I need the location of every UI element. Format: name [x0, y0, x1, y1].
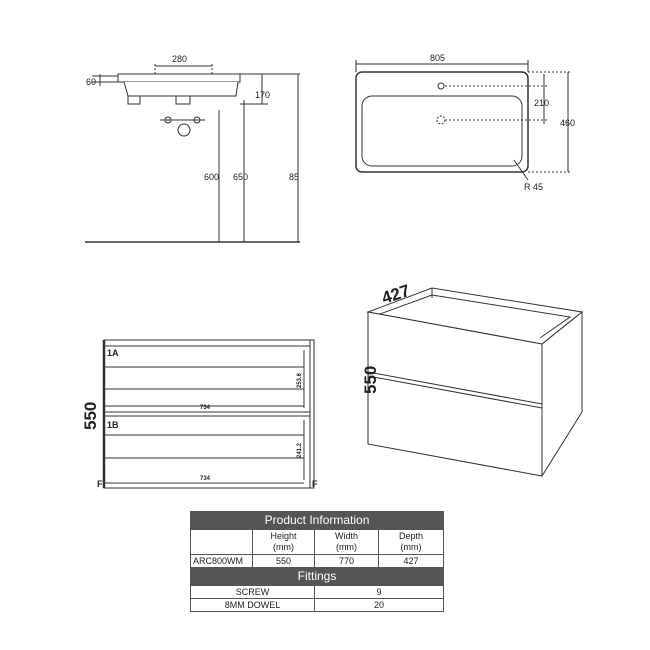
basin-side-elevation [85, 64, 300, 243]
table-corner-cell [190, 529, 253, 555]
drawer-label-1a: 1A [107, 348, 119, 358]
dim-plan-width: 805 [430, 53, 445, 63]
col-height-unit: (mm) [273, 542, 294, 552]
drawer-height-1a: 253.6 [297, 372, 303, 388]
product-info-title: Product Information [189, 511, 445, 530]
unit-front-view [102, 339, 315, 489]
dim-corner-radius: R 45 [524, 182, 543, 192]
product-height: 550 [252, 554, 315, 568]
fittings-title: Fittings [189, 567, 445, 586]
dim-bowl-depth: 170 [255, 90, 270, 100]
col-width-label: Width [334, 531, 358, 541]
fitting-name-screw: SCREW [190, 585, 315, 599]
dim-waste-height-1: 600 [204, 172, 219, 182]
col-height-header: Height (mm) [252, 529, 315, 555]
fitting-name-dowel: 8MM DOWEL [190, 598, 315, 612]
col-width-header: Width (mm) [314, 529, 379, 555]
drawer-label-1b: 1B [107, 420, 119, 430]
product-depth: 427 [377, 554, 445, 568]
col-depth-header: Depth (mm) [377, 529, 445, 555]
col-depth-unit: (mm) [400, 542, 422, 552]
col-height-label: Height [270, 531, 297, 541]
dim-plan-depth: 460 [560, 118, 575, 128]
drawer-width-1a: 734 [200, 405, 211, 411]
fitting-qty-screw: 9 [313, 585, 445, 599]
product-code: ARC800WM [190, 554, 253, 568]
foot-label-left: F [97, 479, 103, 489]
drawer-width-1b: 734 [200, 476, 211, 482]
unit-isometric-view [366, 287, 584, 477]
foot-label-right: F [312, 479, 318, 489]
col-width-unit: (mm) [336, 542, 357, 552]
dim-overall-height: 85 [289, 172, 299, 182]
product-width: 770 [314, 554, 379, 568]
col-depth-label: Depth [399, 531, 424, 541]
dim-tap-spacing: 280 [172, 54, 187, 64]
basin-plan-view [355, 60, 572, 181]
dim-waste-height-2: 650 [233, 172, 248, 182]
dim-tap-to-waste: 210 [534, 98, 549, 108]
front-height-label: 550 [81, 402, 100, 430]
fitting-qty-dowel: 20 [313, 598, 445, 612]
table-row: ARC800WM 550 770 427 [190, 554, 445, 568]
iso-height-label: 550 [361, 366, 380, 394]
dim-rim-height: 60 [86, 77, 96, 87]
product-information-table: Product Information Height (mm) Width (m… [189, 511, 445, 612]
drawer-height-1b: 241.2 [297, 442, 303, 458]
table-row: SCREW 9 [190, 585, 445, 599]
table-row: 8MM DOWEL 20 [190, 598, 445, 612]
